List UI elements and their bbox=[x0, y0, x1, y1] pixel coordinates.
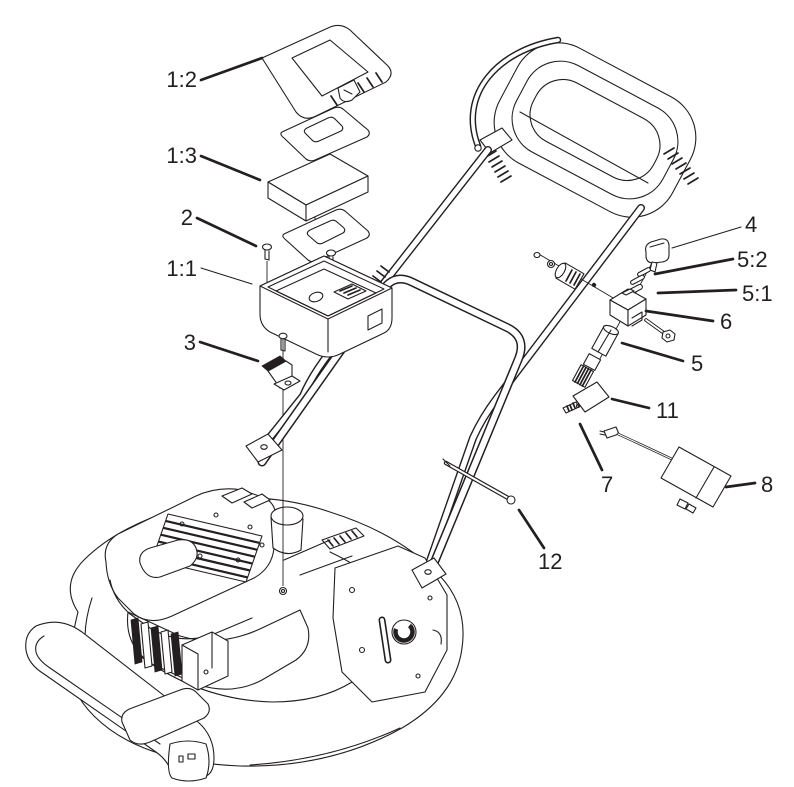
callout-1-2: 1:2 bbox=[166, 67, 197, 92]
gasket-lower bbox=[282, 208, 370, 263]
leader-lines bbox=[195, 56, 757, 550]
part-decal bbox=[572, 381, 610, 413]
leader-3 bbox=[198, 340, 260, 363]
washout-plate bbox=[121, 687, 210, 745]
callout-8: 8 bbox=[761, 472, 773, 497]
leader-6 bbox=[644, 309, 715, 323]
callout-5-2: 5:2 bbox=[737, 247, 768, 272]
callout-1-1: 1:1 bbox=[166, 256, 197, 281]
upper-handle bbox=[469, 36, 699, 218]
callout-4: 4 bbox=[745, 212, 757, 237]
part-bracket bbox=[261, 332, 301, 391]
callout-labels: 1:2 1:3 2 1:1 3 4 5:2 5:1 6 5 11 7 8 12 bbox=[166, 67, 773, 574]
callout-7: 7 bbox=[601, 472, 613, 497]
handle-spring-right bbox=[663, 147, 699, 185]
callout-12: 12 bbox=[538, 549, 562, 574]
switch-bolt bbox=[644, 318, 676, 343]
leader-5-1 bbox=[656, 288, 738, 295]
callout-5-1: 5:1 bbox=[742, 281, 773, 306]
leader-1-1 bbox=[200, 267, 253, 285]
leader-2 bbox=[195, 216, 258, 248]
callout-6: 6 bbox=[720, 309, 732, 334]
callout-1-3: 1:3 bbox=[166, 143, 197, 168]
engine bbox=[104, 487, 304, 691]
height-adjuster-plate bbox=[332, 545, 448, 703]
part-rod bbox=[442, 458, 516, 505]
part-battery-charger bbox=[599, 426, 732, 514]
callout-3: 3 bbox=[184, 330, 196, 355]
part-key bbox=[645, 238, 670, 273]
handle-spring-left bbox=[485, 150, 512, 183]
leader-7 bbox=[578, 422, 604, 472]
callout-2: 2 bbox=[181, 205, 193, 230]
leader-12 bbox=[517, 508, 546, 550]
callout-11: 11 bbox=[656, 398, 679, 423]
handle-mount-straps bbox=[245, 433, 447, 589]
leader-8 bbox=[724, 481, 757, 489]
leader-11 bbox=[610, 397, 651, 410]
part-pin bbox=[562, 401, 581, 414]
leader-5-2 bbox=[653, 257, 735, 276]
mower-body bbox=[25, 487, 464, 782]
callout-5: 5 bbox=[691, 351, 703, 376]
recoil-starter bbox=[139, 539, 198, 578]
carburetor-detail bbox=[130, 617, 229, 691]
part-switch-housing bbox=[609, 288, 647, 327]
leader-4 bbox=[671, 226, 742, 249]
leader-1-3 bbox=[199, 154, 262, 182]
front-bumper bbox=[25, 621, 215, 782]
leader-5 bbox=[620, 341, 685, 363]
leader-1-2 bbox=[199, 56, 264, 82]
part-lock-washer bbox=[630, 267, 651, 285]
part-battery-box bbox=[259, 255, 393, 358]
gasket-upper bbox=[280, 106, 370, 162]
part-battery bbox=[267, 153, 369, 222]
part-key-switch bbox=[571, 324, 619, 388]
part-battery-cover bbox=[261, 24, 392, 119]
switch-mount-fasteners bbox=[533, 251, 621, 303]
